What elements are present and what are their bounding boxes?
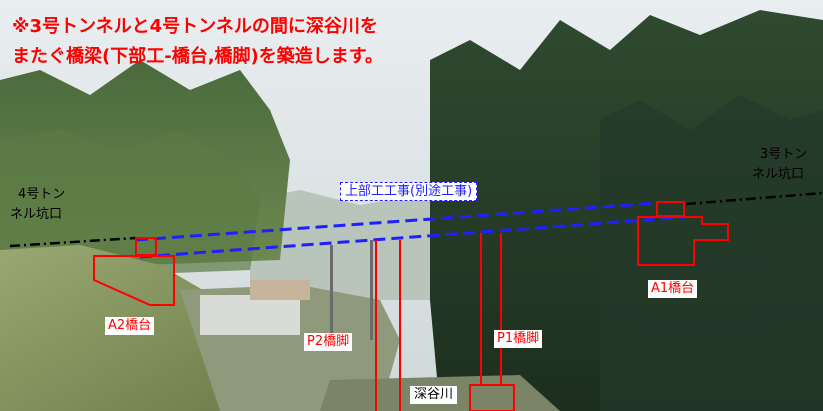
tunnel-3-label-line-1: 3号トン: [760, 147, 808, 162]
alignment-line-left: [9, 236, 137, 248]
p1-pier-label: P1橋脚: [494, 330, 543, 348]
river-label: 深谷川: [410, 386, 458, 404]
tunnel-4-label-line-1: 4号トン: [18, 187, 66, 202]
a1-abutment-top: [656, 201, 685, 217]
tunnel-3-label-line-2: ネル坑口: [752, 167, 805, 182]
title-line-1: ※3号トンネルと4号トンネルの間に深谷川を: [12, 16, 378, 37]
superstructure-line-bottom: [139, 215, 687, 259]
a1-abutment-body: [637, 216, 729, 266]
alignment-line-right: [685, 191, 823, 206]
p1-pier-footing: [469, 384, 515, 411]
a1-abutment-label: A1橋台: [648, 280, 698, 298]
superstructure-line-top: [135, 201, 658, 242]
title-line-2: またぐ橋梁(下部工-橋台,橋脚)を築造します。: [12, 46, 383, 67]
a2-abutment-label: A2橋台: [105, 317, 155, 335]
p2-pier-label: P2橋脚: [304, 333, 353, 351]
superstructure-label: 上部工工事(別途工事): [340, 182, 478, 201]
a2-abutment-body: [93, 255, 175, 306]
tunnel-4-label-line-2: ネル坑口: [10, 207, 63, 222]
